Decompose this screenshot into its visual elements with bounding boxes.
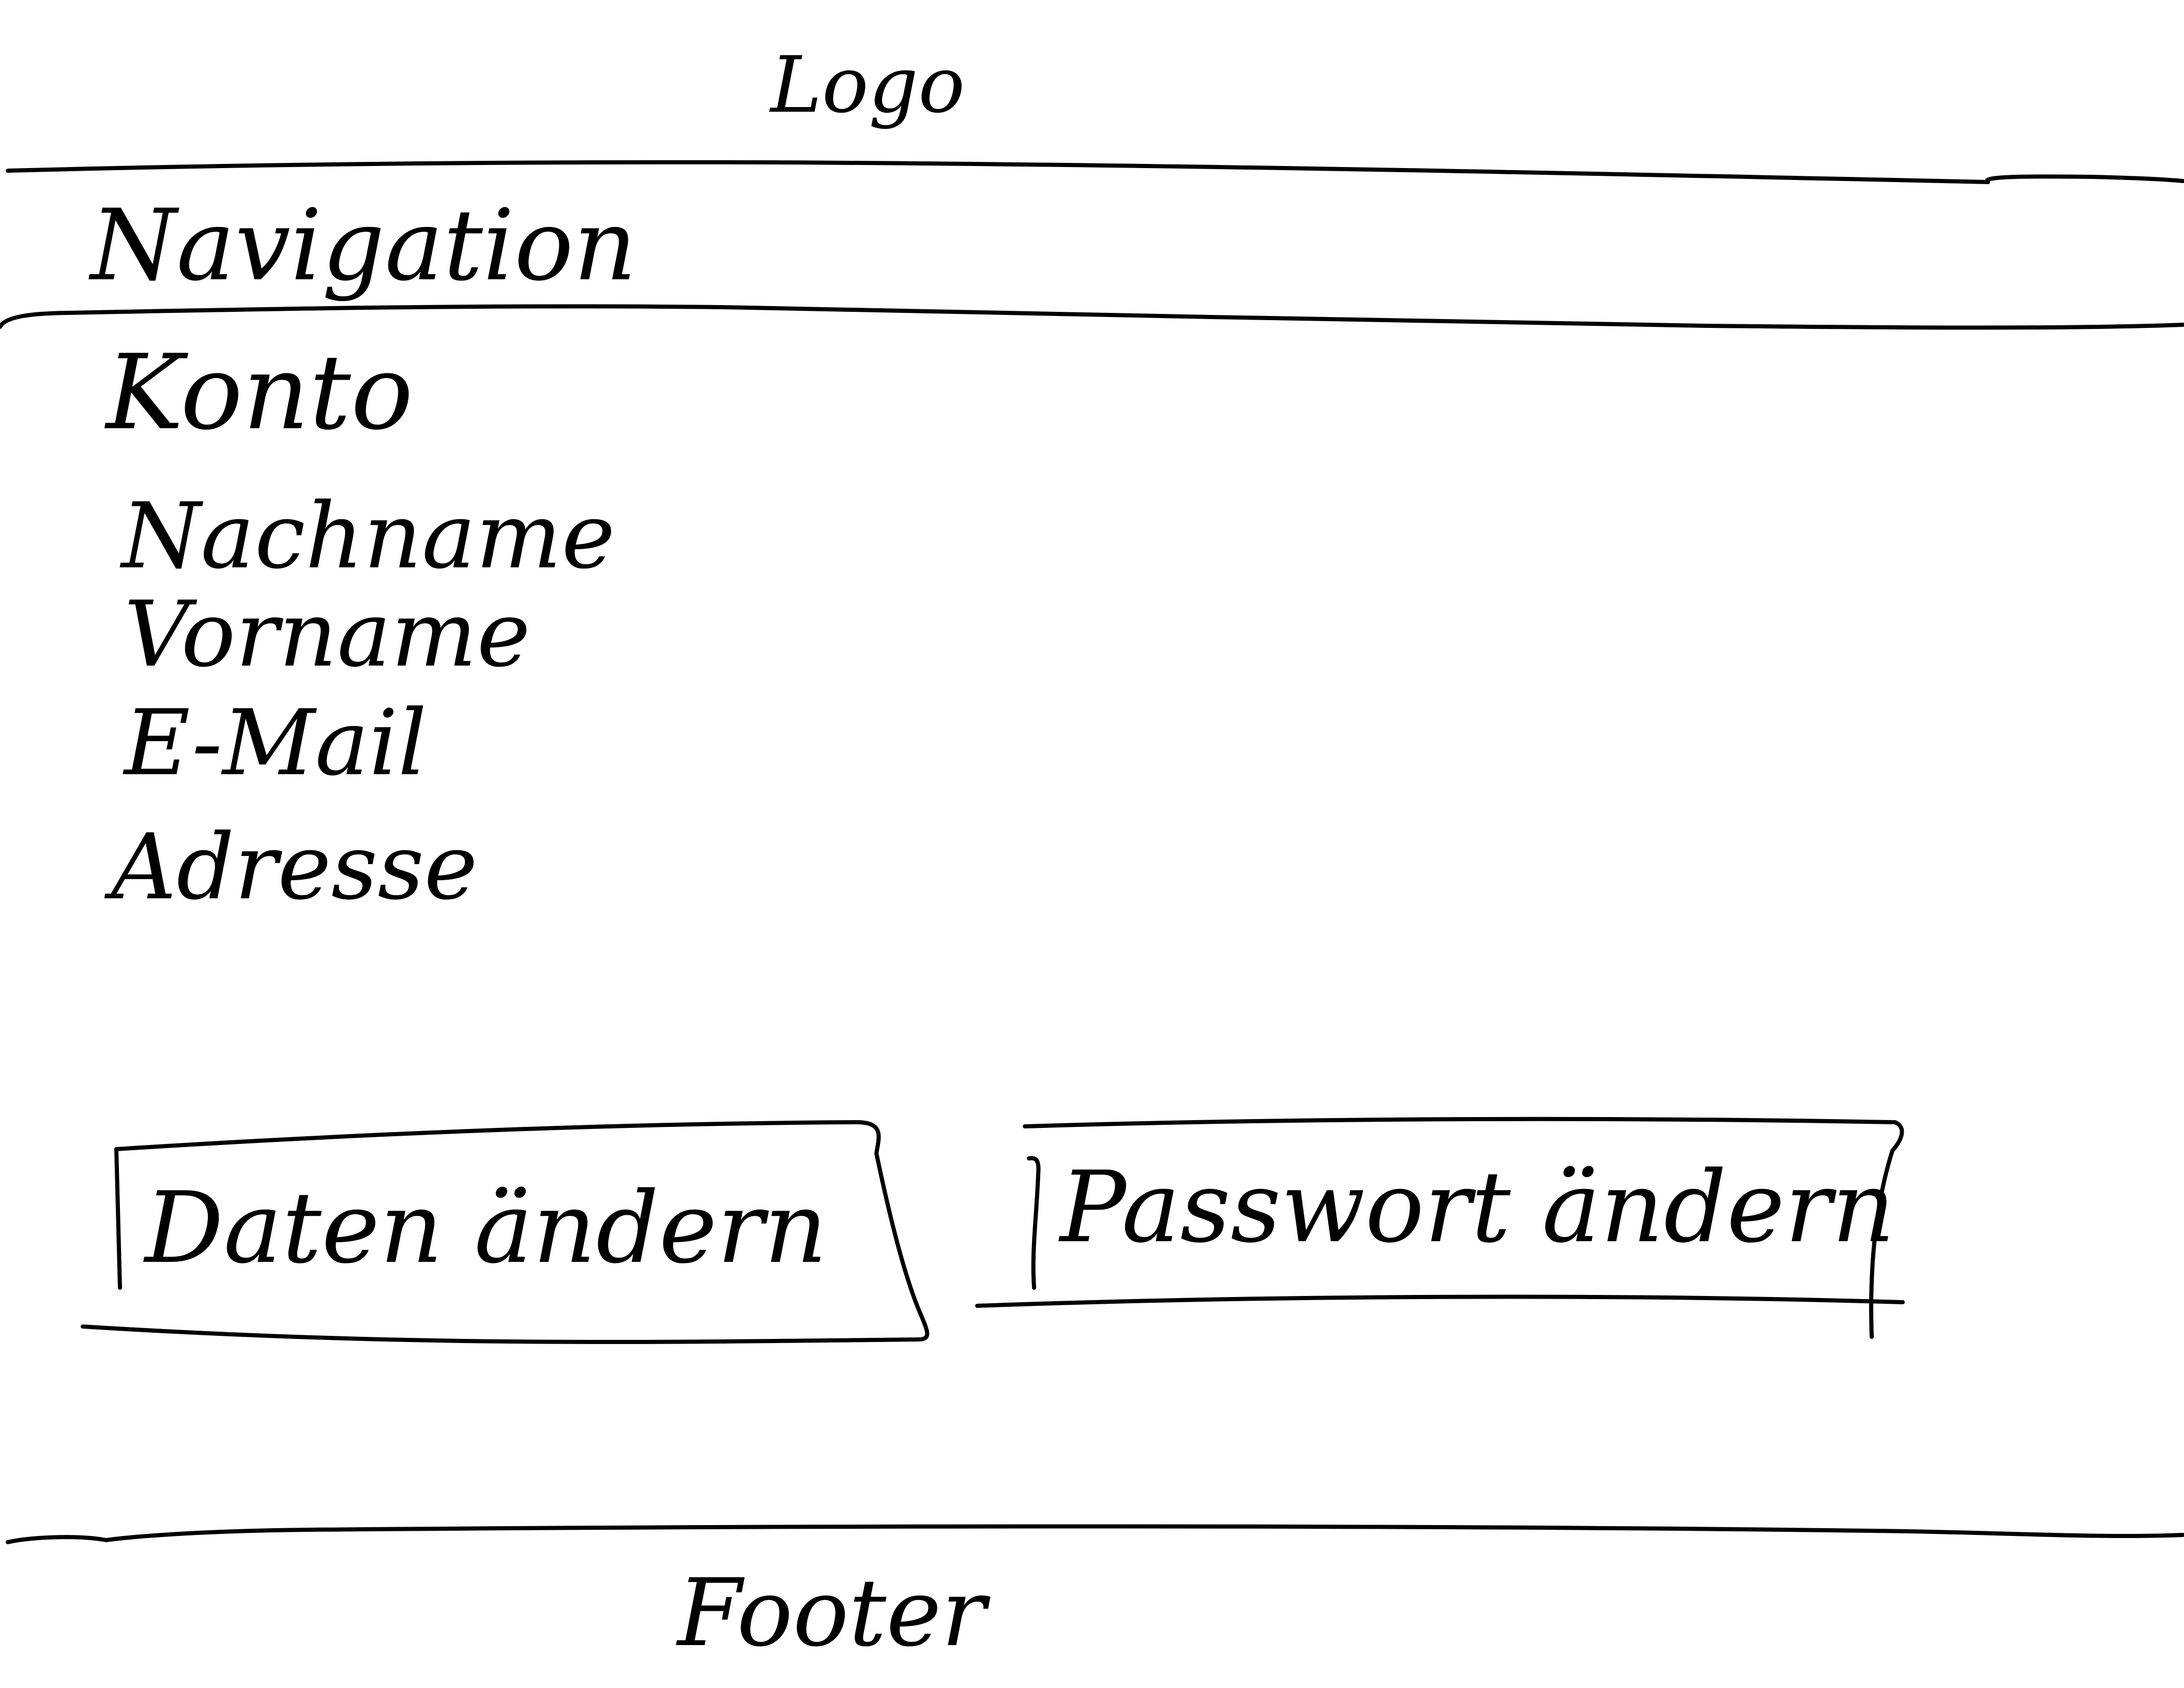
navigation-bar-label[interactable]: Navigation <box>90 188 637 303</box>
change-password-button[interactable]: Passwort ändern <box>977 1112 1913 1334</box>
change-data-button-label: Daten ändern <box>145 1171 828 1285</box>
navigation-divider <box>0 304 2184 330</box>
change-data-button[interactable]: Daten ändern <box>88 1112 936 1350</box>
change-data-button-outline <box>81 1120 930 1344</box>
field-label-adresse: Adresse <box>111 815 478 920</box>
change-password-button-label: Passwort ändern <box>1060 1150 1895 1264</box>
field-label-nachname: Nachname <box>122 484 615 589</box>
footer-label: Footer <box>677 1559 986 1667</box>
header-divider <box>6 160 2184 184</box>
footer-divider <box>6 1524 2184 1544</box>
page-title: Konto <box>106 333 414 453</box>
field-label-email: E-Mail <box>124 691 427 796</box>
field-label-vorname: Vorname <box>124 582 530 687</box>
logo[interactable]: Logo <box>770 40 965 130</box>
change-password-button-outline <box>975 1117 1905 1339</box>
